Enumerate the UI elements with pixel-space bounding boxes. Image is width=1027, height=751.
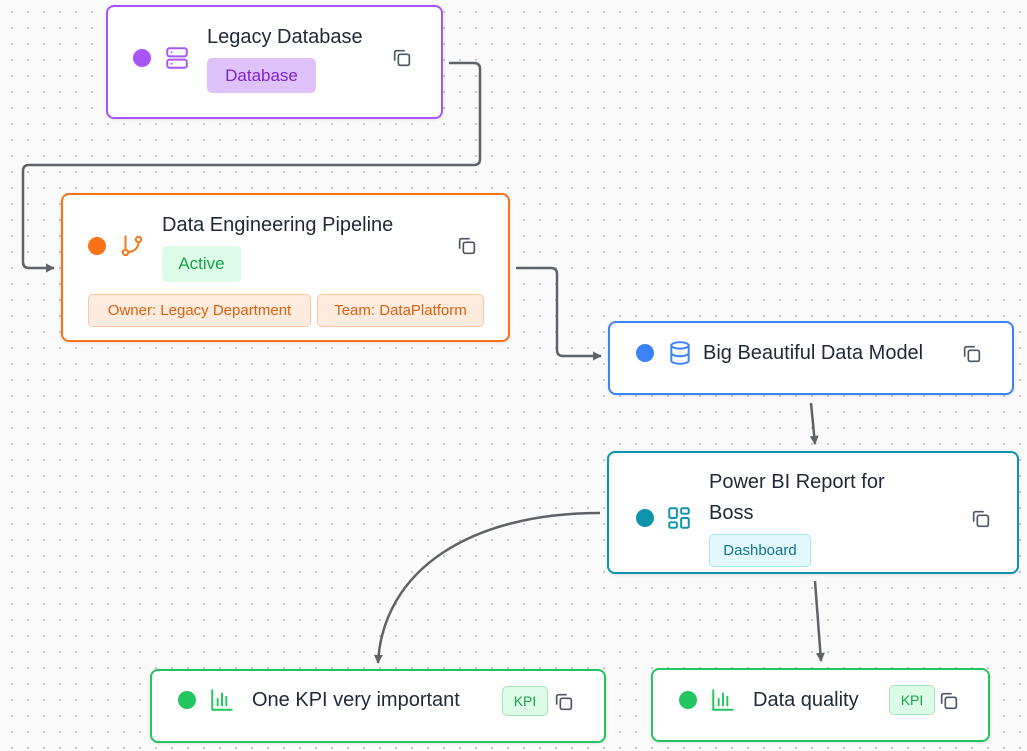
copy-icon[interactable] (553, 691, 575, 713)
node-title: Legacy Database (207, 26, 363, 48)
owner-tag: Owner: Legacy Department (88, 294, 311, 327)
bar-chart-icon (209, 687, 235, 713)
node-one-kpi-very-important[interactable]: One KPI very important KPI (150, 669, 606, 743)
node-title: Power BI Report for Boss (709, 471, 885, 524)
copy-icon[interactable] (970, 508, 992, 530)
node-title: Big Beautiful Data Model (703, 342, 924, 364)
status-dot (636, 509, 654, 527)
node-big-beautiful-data-model[interactable]: Big Beautiful Data Model (608, 321, 1014, 395)
kpi-badge: KPI (502, 686, 548, 716)
edge-pipeline-to-model[interactable] (516, 266, 602, 361)
node-title: One KPI very important (252, 689, 460, 711)
status-dot (178, 691, 196, 709)
status-dot (88, 237, 106, 255)
git-branch-icon (119, 233, 145, 259)
status-dot (636, 344, 654, 362)
node-legacy-database[interactable]: Legacy Database Database (106, 5, 443, 119)
copy-icon[interactable] (961, 343, 983, 365)
edge-model-to-report[interactable] (809, 402, 819, 445)
node-data-quality[interactable]: Data quality KPI (651, 668, 990, 742)
node-title: Data Engineering Pipeline (162, 214, 394, 236)
database-icon (667, 340, 693, 366)
node-title: Data quality (753, 689, 859, 711)
edge-report-to-kpi-one[interactable] (373, 511, 601, 664)
kpi-badge: KPI (889, 685, 935, 715)
server-icon (164, 45, 190, 71)
type-badge: Dashboard (709, 534, 811, 567)
edge-legacy-to-pipeline[interactable] (21, 61, 482, 273)
bar-chart-icon (710, 687, 736, 713)
status-badge: Active (162, 246, 241, 282)
copy-icon[interactable] (391, 47, 413, 69)
status-dot (133, 49, 151, 67)
node-data-engineering-pipeline[interactable]: Data Engineering Pipeline Active Owner: … (61, 193, 510, 342)
status-dot (679, 691, 697, 709)
edge-report-to-kpi-quality[interactable] (813, 580, 825, 662)
copy-icon[interactable] (938, 690, 960, 712)
node-power-bi-report[interactable]: Power BI Report for Boss Dashboard (607, 451, 1019, 574)
team-tag: Team: DataPlatform (317, 294, 484, 327)
type-badge: Database (207, 58, 316, 93)
dashboard-grid-icon (666, 505, 692, 531)
copy-icon[interactable] (456, 235, 478, 257)
